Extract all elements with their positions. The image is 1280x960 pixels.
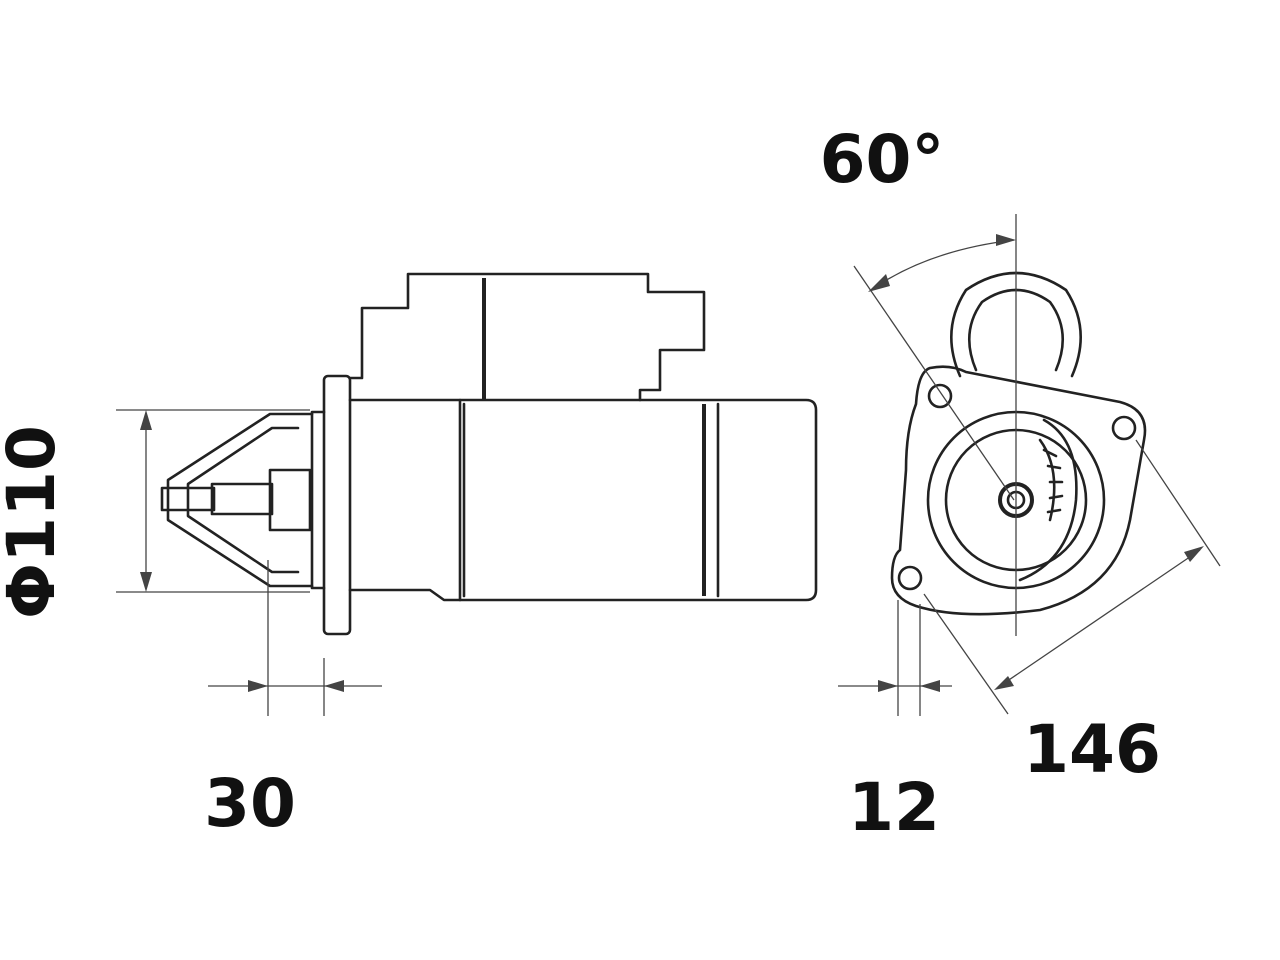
flange-offset-label: 30 [204, 765, 296, 842]
angle-label: 60° [820, 121, 945, 198]
bolt-hole-bottom-left [897, 565, 923, 591]
front-flange [890, 365, 1147, 616]
dim-thickness-arrow-right [920, 680, 940, 692]
dim-offset-arrow-left [248, 680, 268, 692]
drive-window [1018, 418, 1078, 582]
dim-bolt-ext-left [923, 593, 1009, 715]
dim-bolt-arrow-bottom [994, 676, 1014, 690]
solenoid-housing [348, 272, 706, 402]
front-view [838, 214, 1221, 716]
motor-body [458, 398, 818, 602]
centre-line-angled [853, 265, 1015, 501]
dim-angle-arc [873, 239, 1015, 289]
dim-angle-arrow-left [868, 274, 890, 292]
dim-diameter-arrow-top [140, 410, 152, 430]
dim-diameter-arrow-bottom [140, 572, 152, 592]
dim-bolt-arrow-top [1184, 546, 1204, 562]
bolt-hole-right [1111, 415, 1137, 441]
bolt-spacing-label: 146 [1023, 711, 1161, 788]
pinion-nose [310, 410, 326, 590]
dim-thickness-arrow-left [878, 680, 898, 692]
pinion-gear [268, 468, 312, 532]
flange-thickness-label: 12 [848, 769, 940, 846]
pinion-cone-inner [186, 426, 300, 574]
pinion-shaft [210, 482, 274, 516]
drive-housing [348, 398, 462, 602]
dim-offset-arrow-right [324, 680, 344, 692]
shaft-tip [160, 486, 216, 512]
bolt-hole-top-left [927, 383, 953, 409]
dim-bolt-ext-right [1135, 439, 1221, 567]
pinion-teeth [1038, 438, 1064, 522]
mounting-flange [322, 374, 352, 636]
pinion-cone [166, 412, 314, 588]
dim-bolt-line [999, 549, 1201, 687]
side-view [116, 272, 818, 716]
dim-angle-arrow-right [996, 234, 1016, 246]
diameter-label: Φ110 [0, 425, 70, 619]
